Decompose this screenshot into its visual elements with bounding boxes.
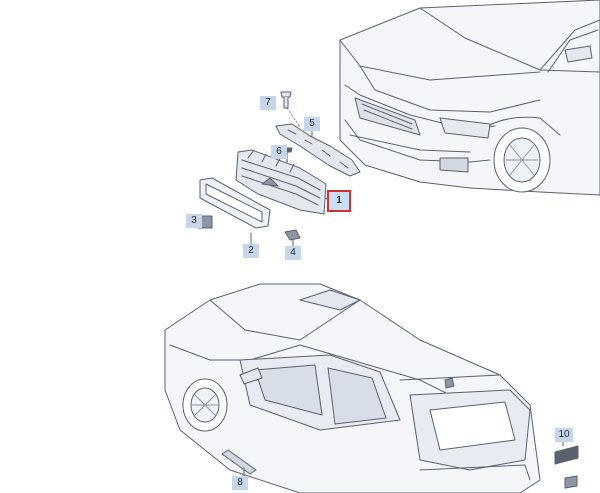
callout-7[interactable]: 7 [260,96,276,110]
car-front-view [339,0,600,196]
callout-6[interactable]: 6 [271,145,287,159]
callout-3[interactable]: 3 [186,214,202,228]
callout-10[interactable]: 10 [555,428,573,442]
bracket-part-4 [284,229,301,241]
trim-strip-part-8 [221,449,257,477]
grille-frame-part-2 [199,177,271,229]
callout-4[interactable]: 4 [285,246,301,260]
callout-5[interactable]: 5 [304,117,320,131]
callout-1[interactable]: 1 [327,190,351,212]
screw-part-7 [280,91,292,109]
bracket-part-5 [275,123,361,177]
grille-part-1 [235,149,327,215]
car-rear-view [164,283,541,493]
callout-2[interactable]: 2 [243,244,259,258]
emblem-badge-part-10 [554,441,579,489]
callout-8[interactable]: 8 [232,476,248,490]
